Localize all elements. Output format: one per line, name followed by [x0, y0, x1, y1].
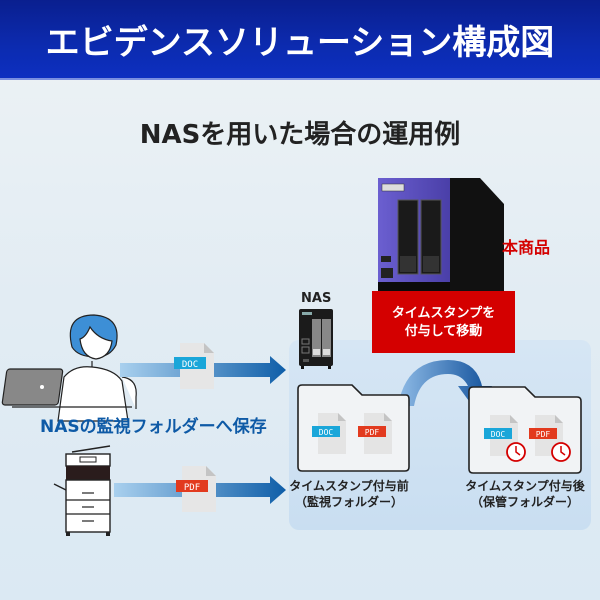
- folder-before-caption: タイムスタンプ付与前 （監視フォルダー）: [284, 478, 414, 510]
- subtitle: NASを用いた場合の運用例: [139, 120, 461, 150]
- folder-before-doc-tag: DOC: [319, 428, 334, 437]
- product-label: 本商品: [502, 238, 551, 257]
- action-line2: 付与して移動: [404, 324, 483, 339]
- pdf-file-icon: PDF: [176, 466, 216, 512]
- pdf-tag-text: PDF: [184, 483, 200, 493]
- folder-before-line1: タイムスタンプ付与前: [289, 479, 409, 493]
- folder-after-line2: （保管フォルダー）: [470, 495, 579, 509]
- folder-after-caption: タイムスタンプ付与後 （保管フォルダー）: [460, 478, 590, 510]
- timestamp-clock-icon: [506, 442, 526, 462]
- folder-after-pdf-icon: PDF: [529, 415, 571, 462]
- folder-after-pdf-tag: PDF: [536, 430, 551, 439]
- folder-before-doc-icon: DOC: [312, 413, 346, 454]
- timestamp-clock-icon: [551, 442, 571, 462]
- person-laptop-icon: [1, 314, 137, 422]
- product-nas-icon: [378, 178, 505, 305]
- timestamp-action-box: タイムスタンプを 付与して移動: [372, 291, 515, 353]
- folder-after-doc-icon: DOC: [484, 415, 526, 462]
- doc-tag-text: DOC: [182, 360, 198, 370]
- action-line1: タイムスタンプを: [391, 306, 496, 321]
- diagram-title: エビデンスソリューション構成図: [45, 22, 555, 63]
- header-banner: エビデンスソリューション構成図: [0, 0, 600, 80]
- folder-before-line2: （監視フォルダー）: [294, 495, 403, 509]
- nas-device-icon: [299, 309, 333, 369]
- folder-after-doc-tag: DOC: [491, 430, 506, 439]
- save-to-nas-label: NASの監視フォルダーへ保存: [40, 417, 267, 437]
- folder-before-pdf-tag: PDF: [365, 428, 380, 437]
- folder-after-line1: タイムスタンプ付与後: [465, 479, 585, 493]
- mfp-printer-icon: [53, 445, 111, 536]
- folder-before-pdf-icon: PDF: [358, 413, 392, 454]
- doc-file-icon: DOC: [174, 343, 214, 389]
- nas-label: NAS: [301, 291, 332, 306]
